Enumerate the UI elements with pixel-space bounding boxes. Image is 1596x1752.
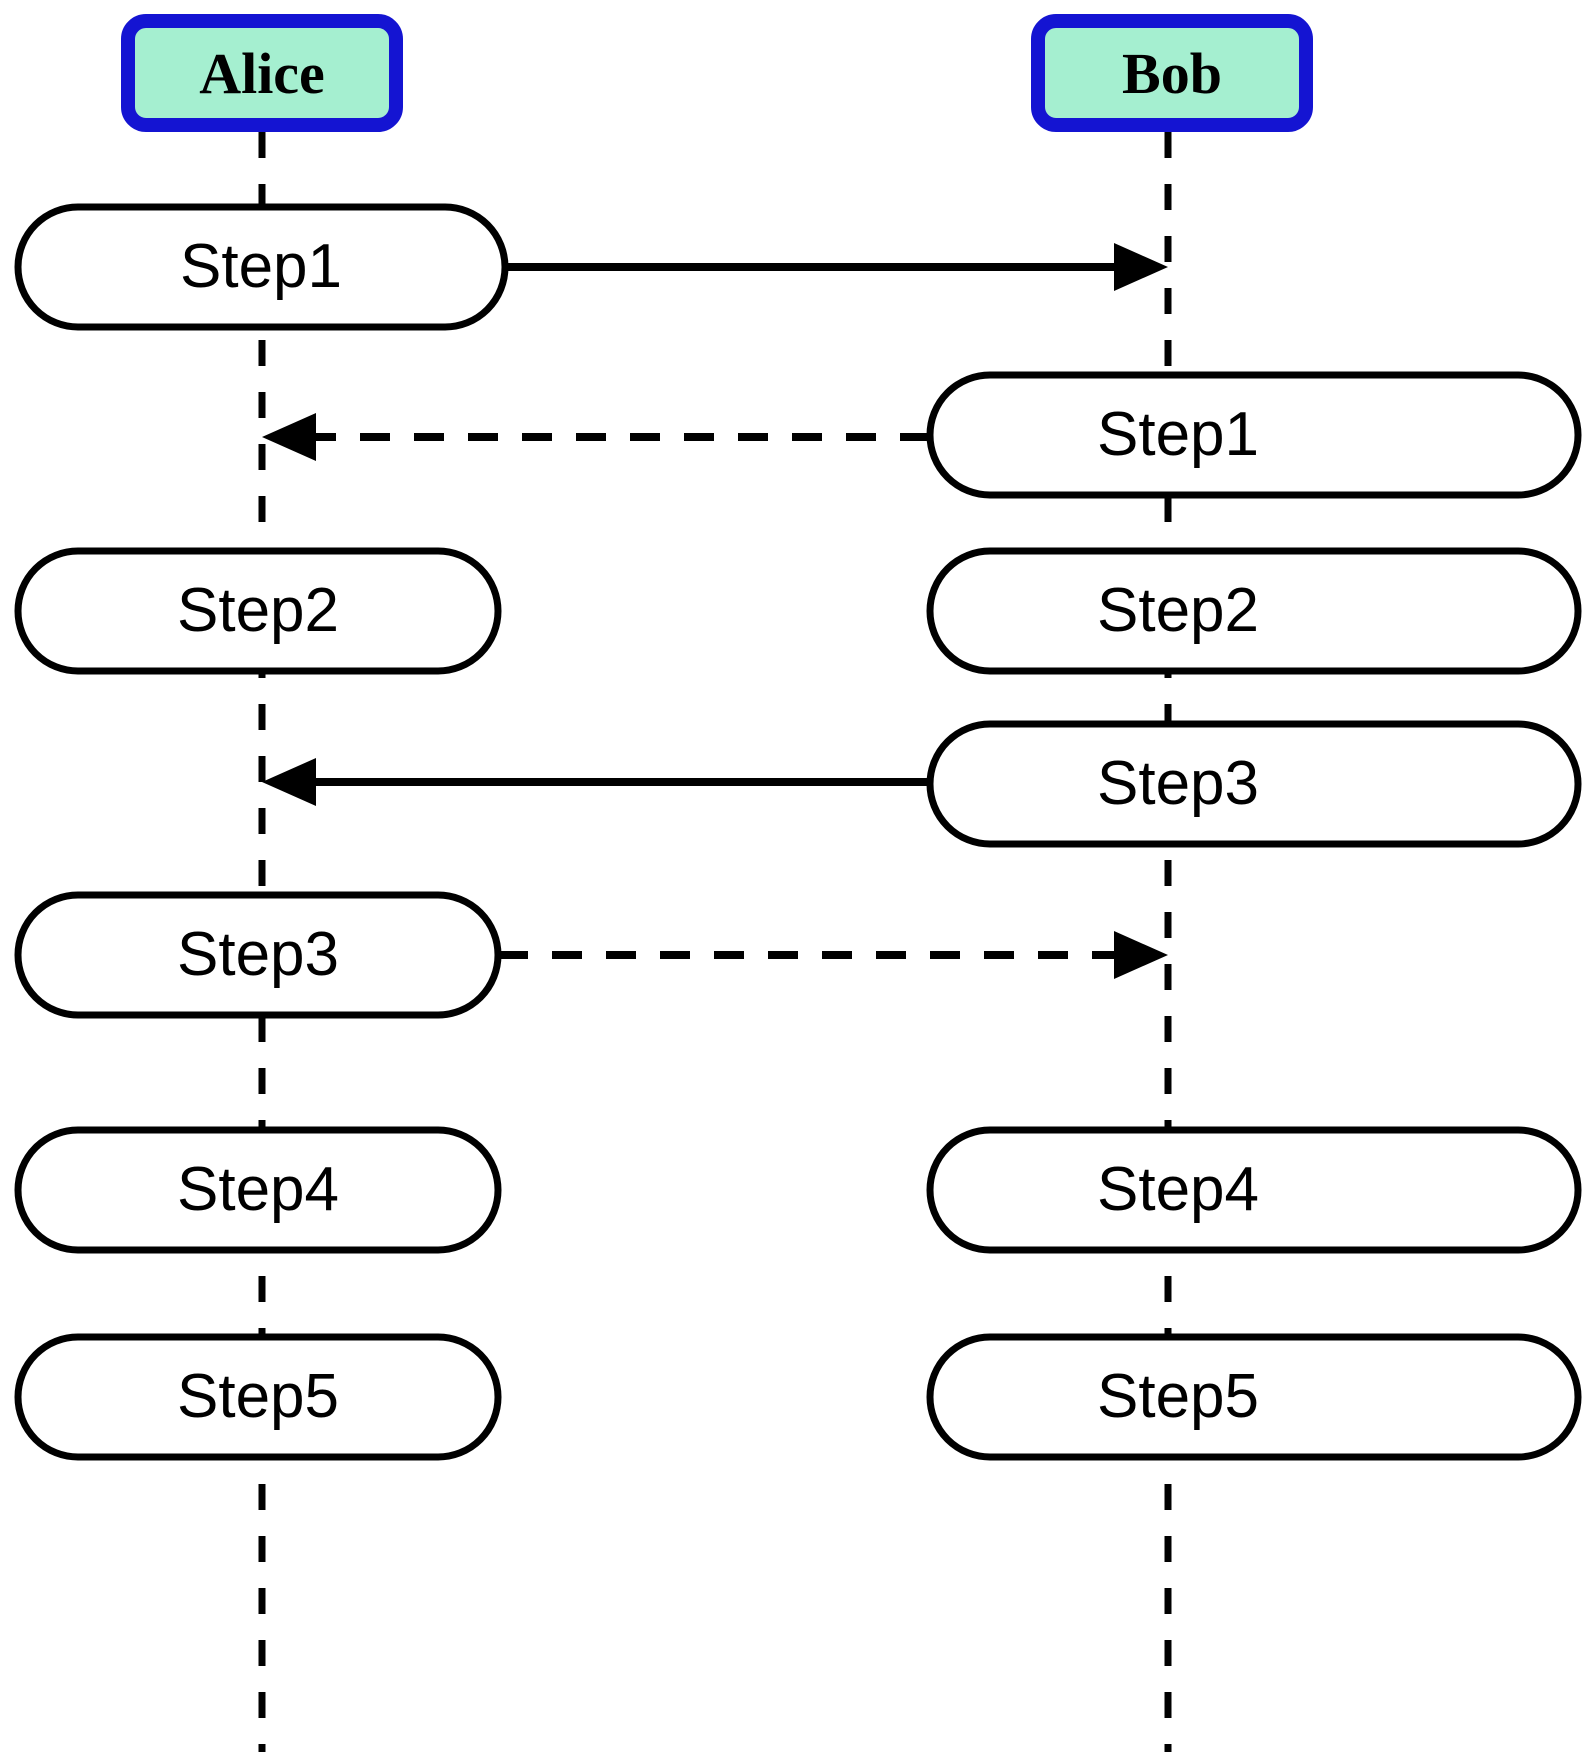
message-bob-step3-to-alice[interactable] <box>262 758 930 806</box>
step-label: Step5 <box>1097 1362 1259 1431</box>
participants-layer: Alice Bob <box>121 14 1313 132</box>
steps-layer-bob: Step1 Step2 Step3 Step4 Step5 <box>926 371 1582 1461</box>
step-shape <box>14 1126 502 1254</box>
step-label: Step3 <box>1097 749 1259 818</box>
message-bob-step1-to-alice[interactable] <box>262 413 930 461</box>
step-label: Step2 <box>177 576 339 645</box>
step-shape <box>926 547 1582 675</box>
steps-layer-alice: Step1 Step2 Step3 Step4 Step5 <box>14 203 509 1461</box>
participant-bob[interactable]: Bob <box>1031 14 1313 132</box>
step-box-alice-step2[interactable]: Step2 <box>14 547 502 675</box>
step-box-bob-step2[interactable]: Step2 <box>926 547 1582 675</box>
message-alice-step1-to-bob[interactable] <box>502 243 1168 291</box>
step-label: Step3 <box>177 920 339 989</box>
step-box-alice-step5[interactable]: Step5 <box>14 1333 502 1461</box>
arrowhead-right-icon <box>1114 931 1168 979</box>
step-label: Step1 <box>180 232 342 301</box>
step-label: Step2 <box>1097 576 1259 645</box>
message-alice-step3-to-bob[interactable] <box>498 931 1168 979</box>
step-shape <box>926 720 1582 848</box>
step-label: Step1 <box>1097 400 1259 469</box>
step-shape <box>14 1333 502 1461</box>
arrowhead-left-icon <box>262 758 316 806</box>
step-shape <box>926 371 1582 499</box>
step-shape <box>926 1126 1582 1254</box>
step-label: Step5 <box>177 1362 339 1431</box>
participant-shape <box>1031 14 1313 132</box>
step-label: Step4 <box>177 1155 339 1224</box>
arrowhead-right-icon <box>1114 243 1168 291</box>
participant-label: Alice <box>199 41 325 106</box>
step-box-alice-step1[interactable]: Step1 <box>14 203 509 331</box>
step-shape <box>14 891 502 1019</box>
step-shape <box>926 1333 1582 1461</box>
step-box-bob-step1[interactable]: Step1 <box>926 371 1582 499</box>
step-shape <box>14 547 502 675</box>
step-box-alice-step4[interactable]: Step4 <box>14 1126 502 1254</box>
step-box-bob-step5[interactable]: Step5 <box>926 1333 1582 1461</box>
step-box-bob-step3[interactable]: Step3 <box>926 720 1582 848</box>
participant-label: Bob <box>1122 41 1222 106</box>
step-shape <box>14 203 509 331</box>
messages-layer <box>262 243 1168 979</box>
step-label: Step4 <box>1097 1155 1259 1224</box>
step-box-bob-step4[interactable]: Step4 <box>926 1126 1582 1254</box>
participant-alice[interactable]: Alice <box>121 14 403 132</box>
step-box-alice-step3[interactable]: Step3 <box>14 891 502 1019</box>
arrowhead-left-icon <box>262 413 316 461</box>
participant-shape <box>121 14 403 132</box>
